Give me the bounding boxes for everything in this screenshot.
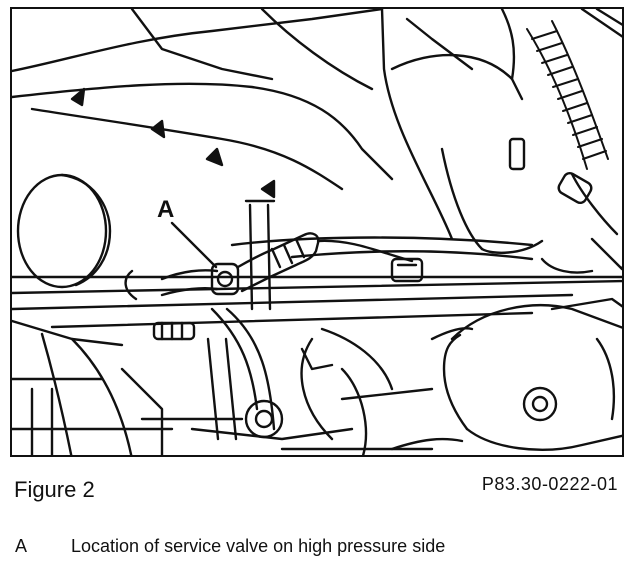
legend-key: A bbox=[15, 536, 28, 556]
figure-caption: Figure 2 bbox=[14, 477, 95, 502]
engine-bay-illustration: A bbox=[10, 7, 624, 457]
part-number: P83.30-0222-01 bbox=[481, 474, 618, 494]
legend-text: Location of service valve on high pressu… bbox=[71, 536, 446, 556]
legend-item: A Location of service valve on high pres… bbox=[15, 536, 445, 557]
callout-letter-a: A bbox=[157, 196, 174, 223]
